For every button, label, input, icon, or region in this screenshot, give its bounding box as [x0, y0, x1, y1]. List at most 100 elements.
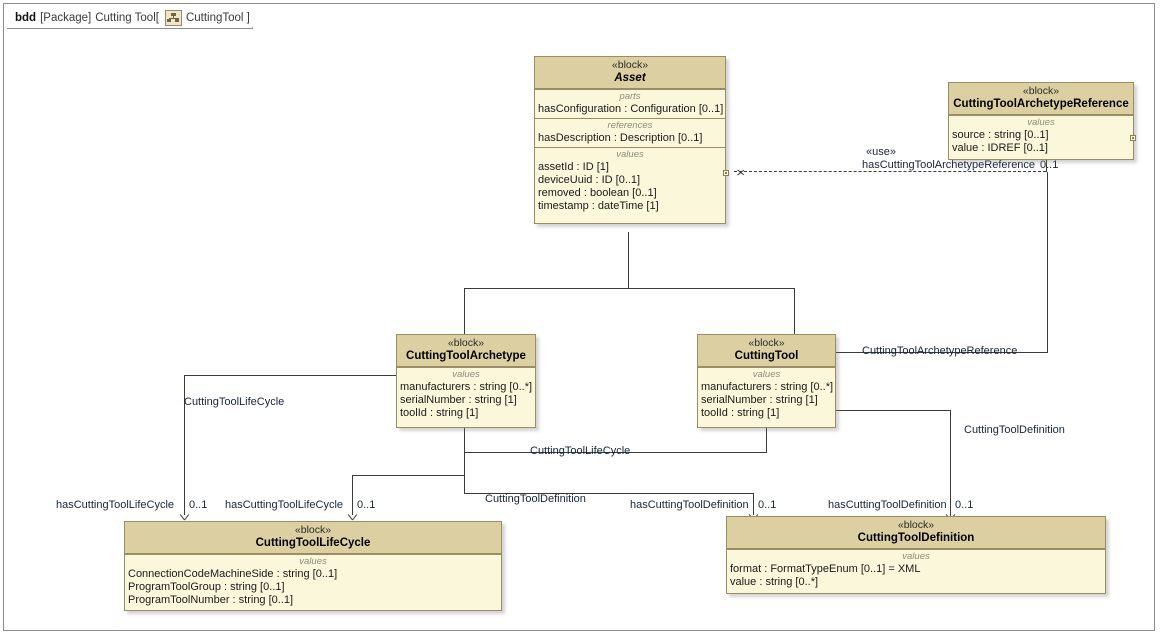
block-cuttingtool-name: CuttingTool	[734, 350, 799, 362]
diagram-frame: bdd [Package] Cutting Tool[ CuttingTool …	[3, 3, 1155, 631]
assoc-definition-right-label: CuttingToolDefinition	[964, 424, 1065, 436]
block-definition-name: CuttingToolDefinition	[857, 532, 975, 544]
feature-timestamp: timestamp : dateTime [1]	[538, 200, 659, 212]
block-asset-stereotype: «block»	[611, 59, 649, 71]
feature-programtoolgroup: ProgramToolGroup : string [0..1]	[128, 581, 285, 593]
generalization-arrowhead	[622, 223, 634, 231]
diagram-frame-header: bdd [Package] Cutting Tool[ CuttingTool …	[7, 6, 263, 29]
assoc-archetyperef-vertical	[1047, 172, 1048, 352]
assoc-definition-mid-label: CuttingToolDefinition	[485, 493, 586, 505]
block-lifecycle-stereotype: «block»	[294, 524, 332, 536]
generalization-crossbar	[464, 288, 794, 289]
block-cuttingtool-header: «block» CuttingTool	[698, 335, 835, 367]
use-dependency-line	[734, 171, 1046, 172]
assoc-definition-right-horizontal	[836, 410, 951, 411]
assoc-definition-right-vertical	[950, 410, 951, 516]
block-lifecycle-header: «block» CuttingToolLifeCycle	[125, 522, 501, 554]
block-cuttingtool[interactable]: «block» CuttingTool values manufacturers…	[697, 334, 836, 428]
block-definition-header: «block» CuttingToolDefinition	[727, 517, 1105, 549]
diagram-name: CuttingTool ]	[185, 11, 250, 24]
use-dependency-riser	[1046, 149, 1047, 172]
assoc-definition-mid-riser	[464, 428, 465, 493]
feature-toolid: toolId : string [1]	[400, 407, 479, 419]
feature-toolid: toolId : string [1]	[701, 407, 780, 419]
compartment-title: parts	[619, 91, 641, 102]
block-cuttingtool-compartment-values: values manufacturers : string [0..*] ser…	[698, 367, 835, 422]
role-lifecycle-a-label: hasCuttingToolLifeCycle	[56, 499, 175, 511]
feature-hasconfiguration: hasConfiguration : Configuration [0..1]	[538, 103, 724, 115]
block-archetype-compartment-values: values manufacturers : string [0..*] ser…	[397, 367, 535, 422]
block-definition-stereotype: «block»	[897, 519, 935, 531]
feature-source: source : string [0..1]	[952, 129, 1049, 141]
block-cuttingtooldefinition[interactable]: «block» CuttingToolDefinition values for…	[726, 516, 1106, 594]
feature-format: format : FormatTypeEnum [0..1] = XML	[730, 563, 921, 575]
block-archetyperef-stereotype: «block»	[1022, 85, 1060, 97]
assoc-definition-mid-vertical	[753, 493, 754, 515]
assoc-lifecycle-mid-label: CuttingToolLifeCycle	[530, 445, 631, 457]
block-archetype-header: «block» CuttingToolArchetype	[397, 335, 535, 367]
compartment-title: values	[1027, 117, 1055, 128]
block-archetype-stereotype: «block»	[447, 337, 485, 349]
feature-serialnumber: serialNumber : string [1]	[400, 394, 517, 406]
use-stereotype-label: «use»	[866, 146, 896, 158]
block-lifecycle-compartment-values: values ConnectionCodeMachineSide : strin…	[125, 554, 501, 609]
role-definition-a-label: hasCuttingToolDefinition	[630, 499, 749, 511]
assoc-lifecycle-mid-horizontal-2	[352, 475, 465, 476]
feature-removed: removed : boolean [0..1]	[538, 187, 657, 199]
generalization-stem	[628, 232, 629, 288]
block-archetyperef-compartment-values: values source : string [0..1] value : ID…	[949, 115, 1133, 157]
compartment-title: values	[902, 551, 930, 562]
compartment-title: values	[452, 369, 480, 380]
role-lifecycle-a-multiplicity: 0..1	[189, 499, 208, 511]
assoc-definition-mid-horizontal	[464, 493, 754, 494]
feature-serialnumber: serialNumber : string [1]	[701, 394, 818, 406]
bdd-diagram-icon	[164, 9, 182, 26]
block-cuttingtool-stereotype: «block»	[748, 337, 785, 349]
assoc-lifecycle-left-horizontal	[184, 375, 397, 376]
block-asset-header: «block» Asset	[535, 57, 725, 89]
feature-assetid: assetId : ID [1]	[538, 161, 609, 173]
assoc-archetyperef-label: CuttingToolArchetypeReference	[862, 345, 1018, 357]
block-asset-compartment-parts: parts hasConfiguration : Configuration […	[535, 89, 725, 118]
generalization-branch-archetype	[464, 288, 465, 334]
block-cuttingtoollifecycle[interactable]: «block» CuttingToolLifeCycle values Conn…	[124, 521, 502, 611]
archetyperef-right-port	[1130, 135, 1136, 141]
feature-manufacturers: manufacturers : string [0..*]	[400, 381, 533, 393]
block-cuttingtoolarchetypereference[interactable]: «block» CuttingToolArchetypeReference va…	[948, 82, 1136, 160]
assoc-lifecycle-left-label: CuttingToolLifeCycle	[184, 396, 285, 408]
compartment-title: values	[299, 556, 327, 567]
feature-value: value : IDREF [0..1]	[952, 142, 1048, 154]
assoc-lifecycle-mid-horizontal	[464, 452, 767, 453]
block-archetyperef-header: «block» CuttingToolArchetypeReference	[949, 83, 1133, 115]
diagram-package-name: Cutting Tool[	[95, 11, 159, 24]
role-definition-a-multiplicity: 0..1	[758, 499, 777, 511]
block-definition-compartment-values: values format : FormatTypeEnum [0..1] = …	[727, 549, 1105, 591]
feature-manufacturers: manufacturers : string [0..*]	[701, 381, 834, 393]
block-asset-compartment-references: references hasDescription : Description …	[535, 118, 725, 147]
block-asset-compartment-values: values assetId : ID [1] deviceUuid : ID …	[535, 147, 725, 215]
feature-value: value : string [0..*]	[730, 576, 819, 588]
role-lifecycle-b-label: hasCuttingToolLifeCycle	[225, 499, 344, 511]
block-asset-name: Asset	[614, 72, 646, 84]
use-role-label: hasCuttingToolArchetypeReference	[862, 159, 1036, 171]
generalization-branch-cuttingtool	[794, 288, 795, 334]
compartment-title: values	[616, 149, 644, 160]
compartment-title: references	[607, 120, 653, 131]
feature-programtoolnumber: ProgramToolNumber : string [0..1]	[128, 594, 294, 606]
assoc-archetyperef-horizontal	[836, 352, 1048, 353]
role-definition-b-multiplicity: 0..1	[955, 499, 974, 511]
diagram-kind-keyword: bdd	[15, 11, 37, 24]
feature-hasdescription: hasDescription : Description [0..1]	[538, 132, 703, 144]
block-asset[interactable]: «block» Asset parts hasConfiguration : C…	[534, 56, 729, 224]
block-lifecycle-name: CuttingToolLifeCycle	[255, 537, 371, 549]
role-lifecycle-b-multiplicity: 0..1	[357, 499, 376, 511]
feature-deviceuuid: deviceUuid : ID [0..1]	[538, 174, 641, 186]
block-archetyperef-name: CuttingToolArchetypeReference	[953, 98, 1129, 110]
compartment-title: values	[752, 369, 781, 380]
block-cuttingtoolarchetype[interactable]: «block» CuttingToolArchetype values manu…	[396, 334, 536, 428]
feature-connectioncodemachineside: ConnectionCodeMachineSide : string [0..1…	[128, 568, 338, 580]
diagram-scope: [Package]	[40, 11, 92, 24]
assoc-lifecycle-left-vertical	[184, 375, 185, 515]
assoc-lifecycle-mid-riser	[766, 428, 767, 452]
assoc-lifecycle-mid-vertical	[352, 475, 353, 515]
